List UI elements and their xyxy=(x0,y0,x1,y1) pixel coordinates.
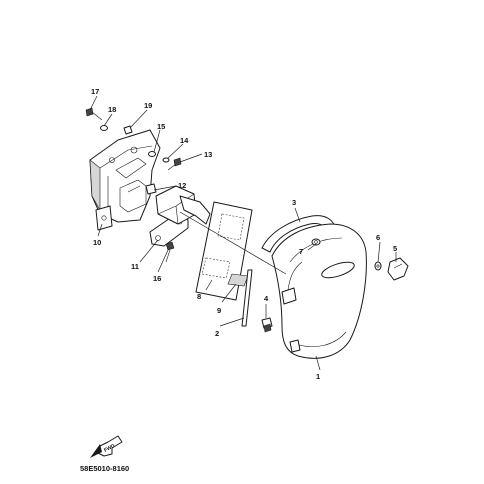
part-label-14: 14 xyxy=(180,136,189,145)
part-label-1: 1 xyxy=(316,372,320,381)
diagram-reference-code: 58E5010-8160 xyxy=(80,464,129,473)
fwd-arrow-icon: FWD xyxy=(90,435,123,458)
part-label-17: 17 xyxy=(91,87,99,96)
part-label-12: 12 xyxy=(178,181,186,190)
box-hardware xyxy=(85,107,182,263)
part-label-11: 11 xyxy=(131,262,139,271)
part-label-15: 15 xyxy=(157,122,165,131)
side-cover xyxy=(261,215,367,359)
part-label-2: 2 xyxy=(215,329,219,338)
part-label-13: 13 xyxy=(204,150,212,159)
fwd-label: FWD xyxy=(103,443,116,454)
part-label-4: 4 xyxy=(264,294,269,303)
battery-box-assembly xyxy=(89,129,211,247)
bolt-4 xyxy=(261,317,273,333)
part-label-7: 7 xyxy=(299,247,303,256)
side-cover-pad xyxy=(195,201,253,301)
part-label-18: 18 xyxy=(108,105,116,114)
rod xyxy=(241,269,253,327)
part-label-6: 6 xyxy=(376,233,380,242)
leader-lines xyxy=(89,95,397,371)
part-label-8: 8 xyxy=(197,292,201,301)
part-label-5: 5 xyxy=(393,244,397,253)
knob-hardware xyxy=(374,257,409,281)
part-label-3: 3 xyxy=(292,198,296,207)
part-label-9: 9 xyxy=(217,306,221,315)
part-label-16: 16 xyxy=(153,274,161,283)
part-label-19: 19 xyxy=(144,101,152,110)
part-label-10: 10 xyxy=(93,238,101,247)
part-labels: 1 2 3 4 5 6 7 8 9 10 11 12 13 14 15 16 1… xyxy=(91,87,397,381)
